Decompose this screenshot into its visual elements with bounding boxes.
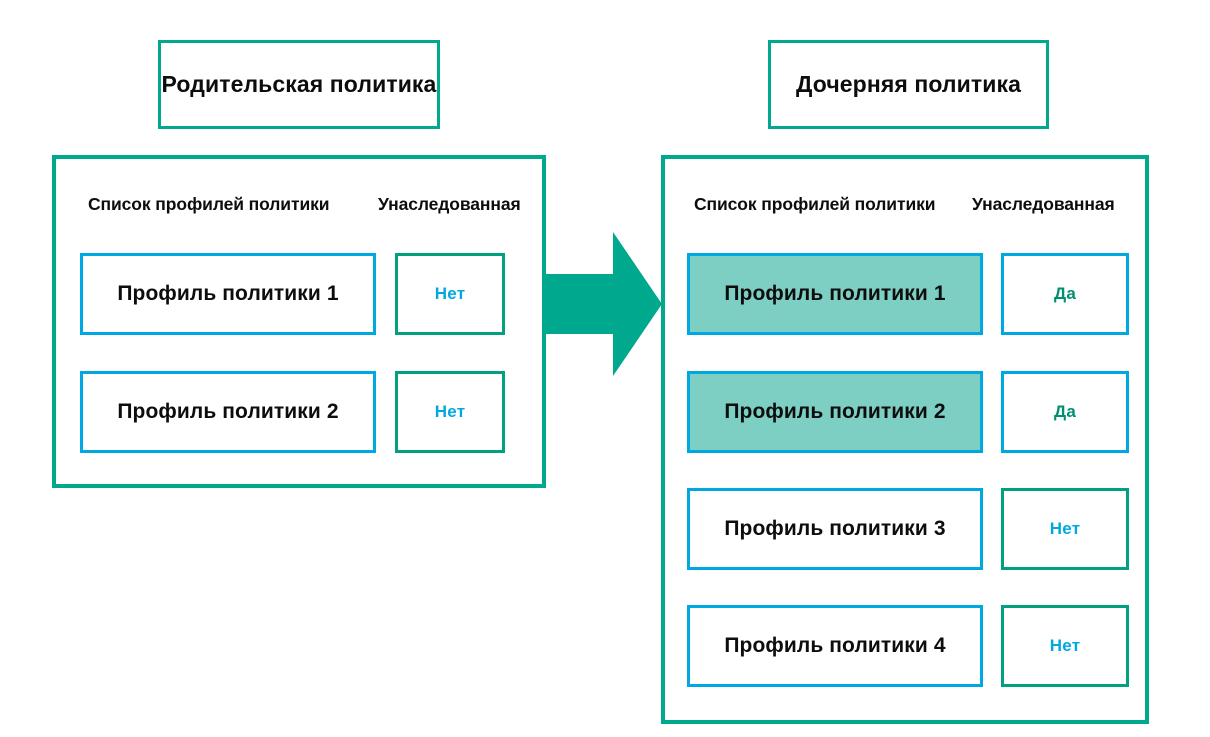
row-spacer — [983, 605, 1001, 687]
parent-profile-label: Профиль политики 1 — [117, 282, 339, 305]
row-spacer — [983, 253, 1001, 335]
parent-inherited-value: Нет — [434, 402, 466, 421]
row-spacer — [376, 253, 395, 335]
child-profile-box[interactable]: Профиль политики 4 — [687, 605, 983, 687]
child-inherited-value-box: Да — [1001, 371, 1129, 453]
child-inherited-value: Да — [1054, 402, 1076, 421]
child-inherited-value-box: Да — [1001, 253, 1129, 335]
parent-policy-title-text: Родительская политика — [161, 71, 437, 97]
parent-profile-box[interactable]: Профиль политики 1 — [80, 253, 376, 335]
parent-column-headers: Список профилей политики Унаследованная — [88, 194, 521, 215]
parent-row: Профиль политики 1 Нет — [80, 253, 505, 335]
child-column-headers: Список профилей политики Унаследованная — [694, 194, 1115, 215]
row-spacer — [376, 371, 395, 453]
parent-row: Профиль политики 2 Нет — [80, 371, 505, 453]
child-row: Профиль политики 4 Нет — [687, 605, 1129, 687]
parent-inherited-value-box: Нет — [395, 253, 505, 335]
parent-inherited-value-box: Нет — [395, 371, 505, 453]
parent-header-profiles: Список профилей политики — [88, 194, 330, 214]
child-profile-box[interactable]: Профиль политики 2 — [687, 371, 983, 453]
child-policy-title-box: Дочерняя политика — [768, 40, 1049, 129]
child-profile-label: Профиль политики 1 — [724, 282, 946, 305]
child-row: Профиль политики 2 Да — [687, 371, 1129, 453]
child-profile-label: Профиль политики 4 — [724, 634, 946, 657]
parent-header-inherited: Унаследованная — [378, 194, 521, 214]
child-inherited-value-box: Нет — [1001, 488, 1129, 570]
row-spacer — [983, 371, 1001, 453]
child-profile-box[interactable]: Профиль политики 3 — [687, 488, 983, 570]
row-spacer — [983, 488, 1001, 570]
child-profile-label: Профиль политики 3 — [724, 517, 946, 540]
child-row: Профиль политики 1 Да — [687, 253, 1129, 335]
parent-profile-label: Профиль политики 2 — [117, 400, 339, 423]
child-profile-label: Профиль политики 2 — [724, 400, 946, 423]
parent-profile-box[interactable]: Профиль политики 2 — [80, 371, 376, 453]
child-inherited-value: Нет — [1049, 636, 1081, 655]
inheritance-arrow-icon — [543, 232, 662, 376]
child-header-profiles: Список профилей политики — [694, 194, 936, 214]
child-inherited-value: Да — [1054, 284, 1076, 303]
child-profile-box[interactable]: Профиль политики 1 — [687, 253, 983, 335]
child-inherited-value-box: Нет — [1001, 605, 1129, 687]
child-inherited-value: Нет — [1049, 519, 1081, 538]
child-row: Профиль политики 3 Нет — [687, 488, 1129, 570]
child-header-inherited: Унаследованная — [972, 194, 1115, 214]
child-policy-title-text: Дочерняя политика — [796, 71, 1021, 97]
parent-policy-title-box: Родительская политика — [158, 40, 440, 129]
parent-inherited-value: Нет — [434, 284, 466, 303]
